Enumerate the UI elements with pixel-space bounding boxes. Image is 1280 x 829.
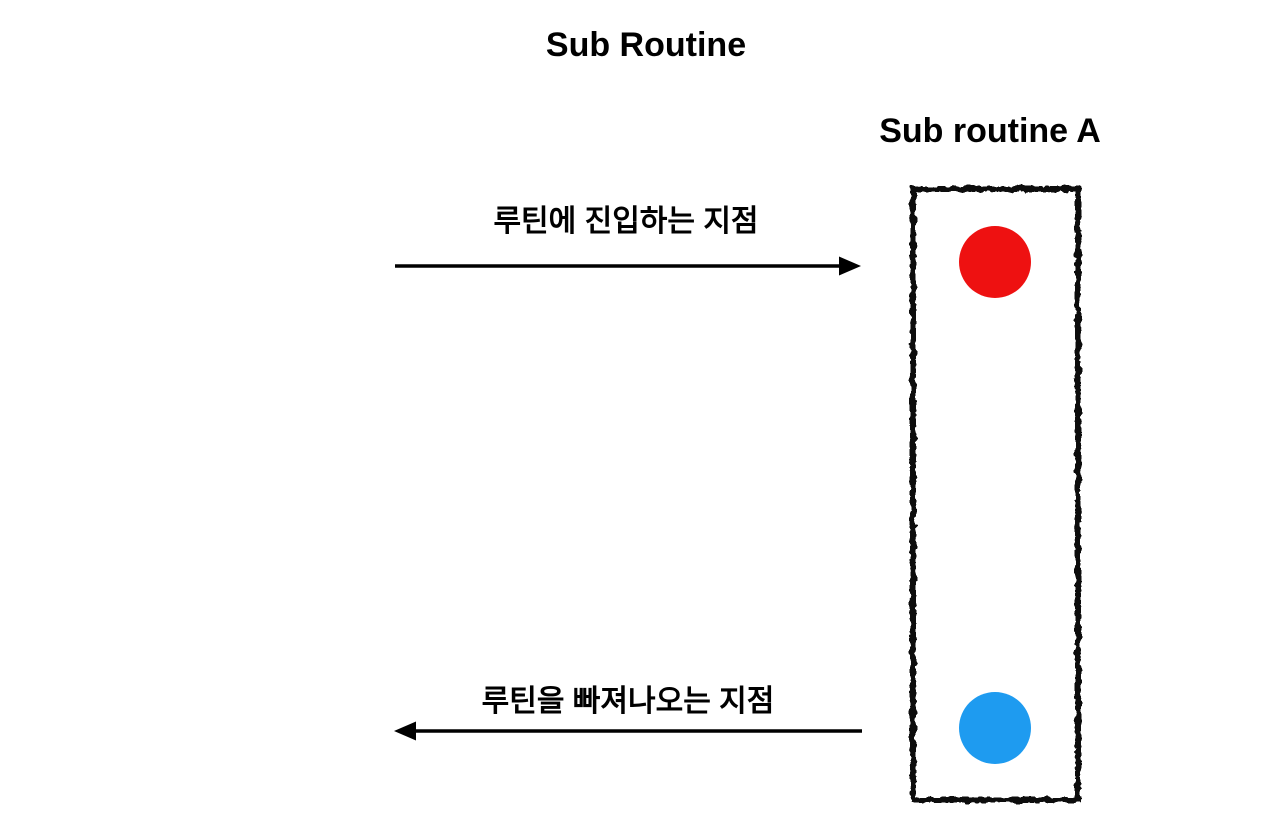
subroutine-box-label: Sub routine A	[879, 112, 1101, 150]
entry-arrow-label: 루틴에 진입하는 지점	[493, 205, 759, 238]
entry-point-dot	[959, 226, 1031, 298]
exit-arrowhead-icon	[394, 721, 416, 741]
subroutine-box	[910, 186, 1081, 803]
exit-arrow-label: 루틴을 빠져나오는 지점	[481, 685, 775, 718]
entry-arrowhead-icon	[839, 256, 861, 276]
exit-point-dot	[959, 692, 1031, 764]
diagram-title: Sub Routine	[545, 26, 747, 64]
